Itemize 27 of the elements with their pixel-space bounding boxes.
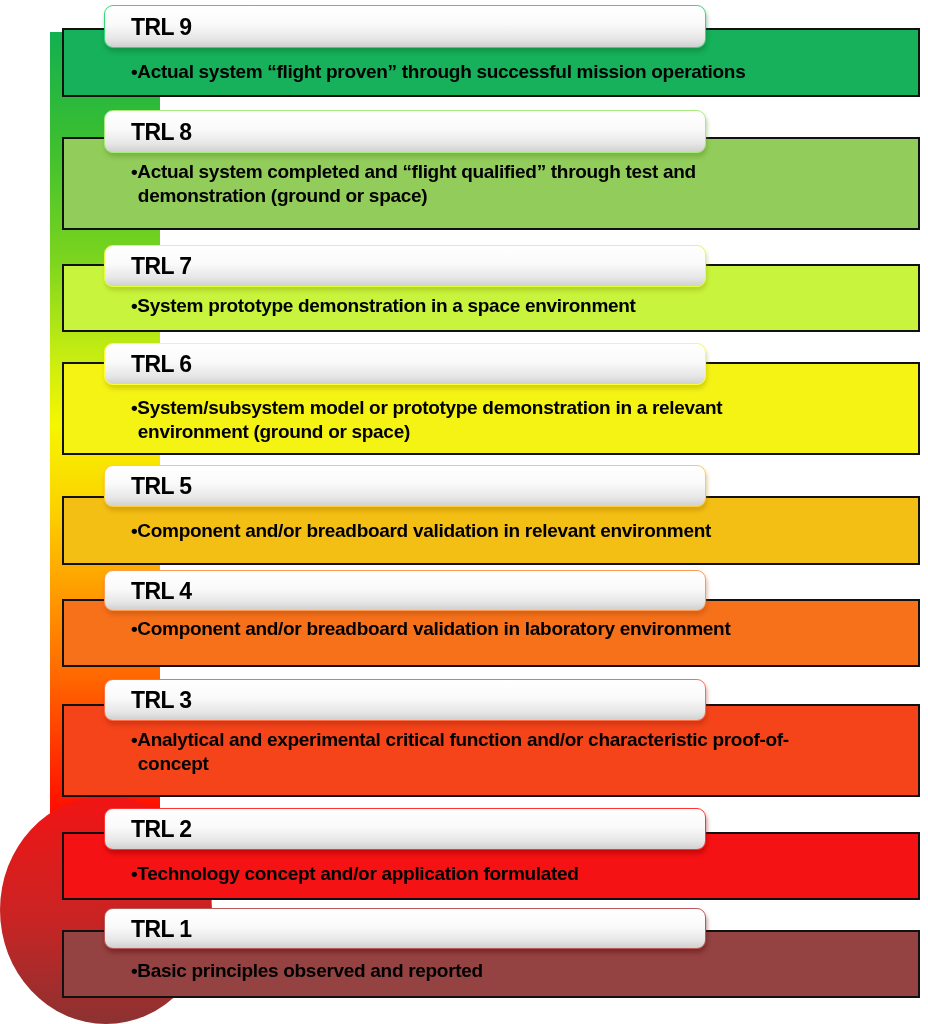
level-label: TRL 8 — [131, 118, 192, 145]
level-label: TRL 5 — [131, 473, 192, 499]
level-description: •System prototype demonstration in a space environment — [131, 294, 637, 318]
level-description: •Technology concept and/or application formulated — [131, 862, 580, 886]
level-description: •Basic principles observed and reported — [131, 959, 484, 983]
level-card — [62, 679, 920, 797]
level-card — [62, 245, 920, 332]
level-label: TRL 4 — [131, 577, 192, 604]
level-card — [62, 5, 920, 97]
level-label: TRL 3 — [131, 687, 192, 713]
level-description: •Analytical and experimental critical function and/or characteristic proof-of-concept — [131, 728, 790, 776]
level-label: TRL 2 — [131, 816, 192, 842]
level-card — [62, 908, 920, 998]
level-label: TRL 9 — [131, 13, 192, 40]
level-description: •Component and/or breadboard validation in relevant environment — [131, 519, 712, 543]
level-description: •Actual system completed and “flight qualified” through test and demonstration (ground or space) — [131, 160, 697, 208]
level-label: TRL 7 — [131, 253, 192, 279]
level-card — [62, 808, 920, 900]
level-card — [62, 465, 920, 565]
level-card — [62, 570, 920, 667]
level-label: TRL 6 — [131, 351, 192, 377]
level-description: •Component and/or breadboard validation in laboratory environment — [131, 617, 732, 641]
level-description: •Actual system “flight proven” through successful mission operations — [131, 60, 747, 84]
level-card — [62, 343, 920, 455]
level-label: TRL 1 — [131, 915, 192, 942]
level-description: •System/subsystem model or prototype demonstration in a relevant environment (ground or space) — [131, 396, 724, 444]
level-card — [62, 110, 920, 230]
